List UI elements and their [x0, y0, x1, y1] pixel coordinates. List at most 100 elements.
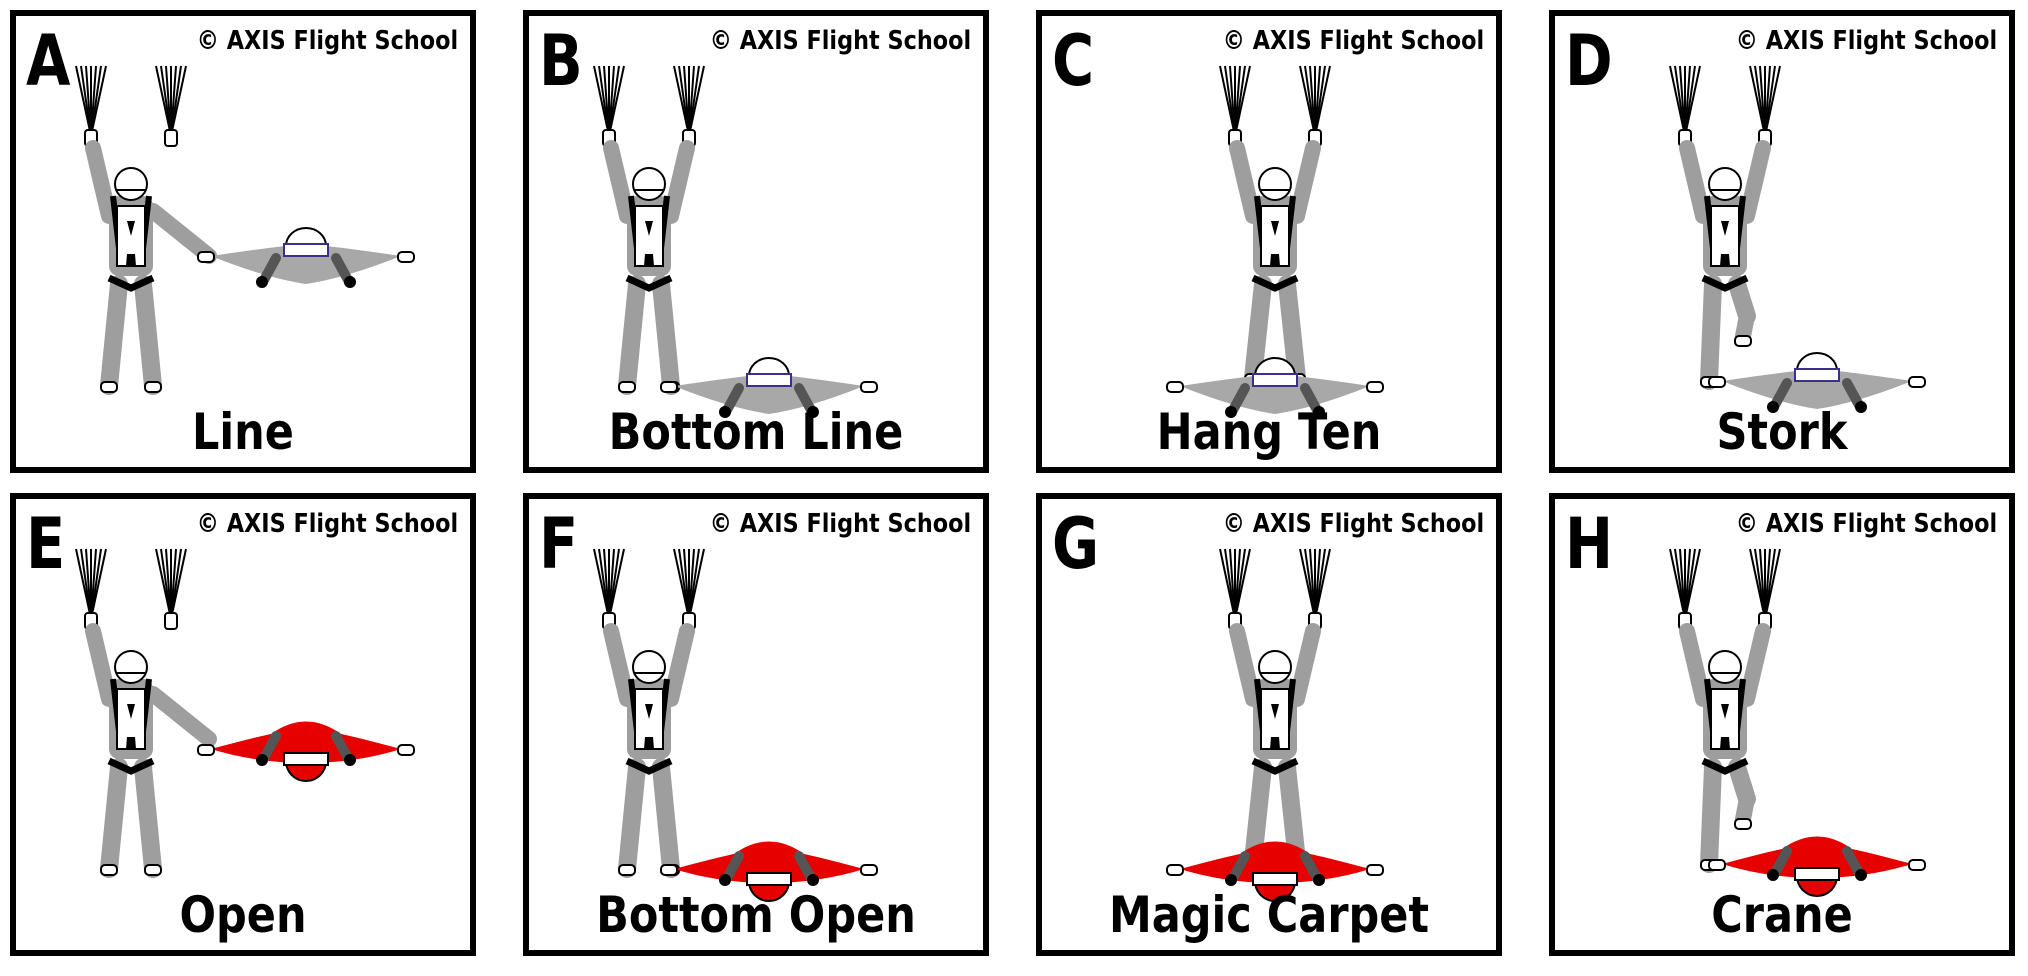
legs: [1700, 758, 1756, 873]
skydiver-figure-g: [1166, 548, 1384, 902]
bootie-icon: [660, 381, 678, 393]
suspension-lines: [1749, 548, 1781, 620]
suspension-lines: [673, 548, 705, 620]
hand-icon: [1855, 401, 1867, 413]
container-icon: [1252, 872, 1298, 886]
copyright-label: © AXIS Flight School: [196, 26, 458, 56]
suspension-lines: [1219, 548, 1251, 620]
panel-b: B © AXIS Flight School Bottom Line: [523, 10, 989, 473]
harness-buckle: [1270, 221, 1280, 266]
container-icon: [1794, 867, 1840, 881]
arm: [722, 851, 744, 883]
leg: [618, 758, 646, 878]
arm: [1842, 378, 1864, 410]
legs: [618, 275, 680, 395]
copyright-label: © AXIS Flight School: [1222, 26, 1484, 56]
suspension-lines: [1669, 548, 1701, 620]
skydiver-figure-a: [75, 65, 415, 395]
arm: [794, 851, 816, 883]
open-wing: [197, 721, 415, 782]
arm: [145, 203, 217, 264]
leg: [652, 758, 680, 878]
arm: [1229, 623, 1261, 707]
panel-letter: F: [539, 503, 579, 585]
leg: [1278, 758, 1306, 870]
leg: [100, 758, 128, 878]
panel-title: Open: [179, 886, 307, 944]
panel-title: Crane: [1711, 886, 1853, 944]
arm: [1739, 623, 1771, 707]
hand-icon: [807, 406, 819, 418]
leg: [1735, 308, 1755, 344]
bootie-icon: [144, 864, 162, 876]
arm: [794, 383, 816, 415]
arm: [1289, 623, 1321, 707]
arm: [259, 731, 281, 763]
skydiver-scene: [1166, 548, 1384, 902]
helmet-icon: [632, 167, 666, 201]
jumper-body: [75, 65, 217, 292]
suspension-lines: [1219, 65, 1251, 137]
panel-title: Stork: [1716, 403, 1848, 461]
wing-fabric: [1722, 836, 1912, 878]
bootie-icon: [144, 381, 162, 393]
skydiver-scene: [1669, 548, 1926, 897]
skydiver-figure-f: [593, 548, 878, 902]
bootie-icon: [1166, 381, 1184, 393]
leg: [1244, 758, 1272, 870]
leg: [134, 275, 162, 395]
arm: [1300, 851, 1322, 883]
bootie-icon: [618, 864, 636, 876]
leg-strap: [625, 757, 673, 775]
arm: [85, 623, 117, 707]
suspension-lines: [155, 65, 187, 137]
copyright-label: © AXIS Flight School: [709, 26, 971, 56]
legs: [1700, 275, 1756, 390]
closed-wing: [1166, 357, 1384, 418]
wing-fabric: [674, 376, 864, 414]
copyright-label: © AXIS Flight School: [1222, 509, 1484, 539]
harness-buckle: [126, 704, 136, 749]
container-icon: [746, 373, 792, 387]
wing-fabric: [1180, 841, 1370, 883]
bootie-icon: [397, 744, 415, 756]
legs: [618, 758, 680, 878]
leg: [1278, 275, 1306, 387]
hand-icon: [1225, 406, 1237, 418]
arm: [722, 383, 744, 415]
skydiver-scene: [593, 548, 878, 902]
helmet-icon: [1258, 650, 1292, 684]
legs: [100, 275, 162, 395]
container-icon: [283, 243, 329, 257]
bootie-icon: [1366, 864, 1384, 876]
helmet-icon: [114, 167, 148, 201]
arm: [603, 623, 635, 707]
skydiver-figure-d: [1669, 65, 1926, 413]
arm: [1679, 140, 1711, 224]
hand-icon: [1225, 874, 1237, 886]
panel-title: Bottom Open: [596, 886, 916, 944]
panel-f: F © AXIS Flight School Bottom Open: [523, 493, 989, 956]
hand-icon: [719, 874, 731, 886]
leg-strap: [1701, 757, 1749, 775]
open-wing: [1708, 836, 1926, 897]
suspension-lines: [1299, 65, 1331, 137]
bootie-icon: [1908, 859, 1926, 871]
wing-fabric: [211, 721, 401, 763]
leg: [652, 275, 680, 395]
jumper-body: [1219, 548, 1331, 775]
bootie-icon: [660, 864, 678, 876]
skydiver-figure-e: [75, 548, 415, 878]
jumper-body: [593, 65, 705, 292]
skydiver-scene: [1166, 65, 1384, 418]
arm: [85, 140, 117, 224]
arm: [1770, 846, 1792, 878]
jumper-body: [593, 548, 705, 775]
skydiver-figure-h: [1669, 548, 1926, 897]
panel-letter: E: [26, 503, 66, 585]
hand-icon: [1313, 874, 1325, 886]
arm: [331, 253, 353, 285]
arm: [1228, 851, 1250, 883]
bootie-icon: [397, 251, 415, 263]
leg-strap: [1251, 757, 1299, 775]
